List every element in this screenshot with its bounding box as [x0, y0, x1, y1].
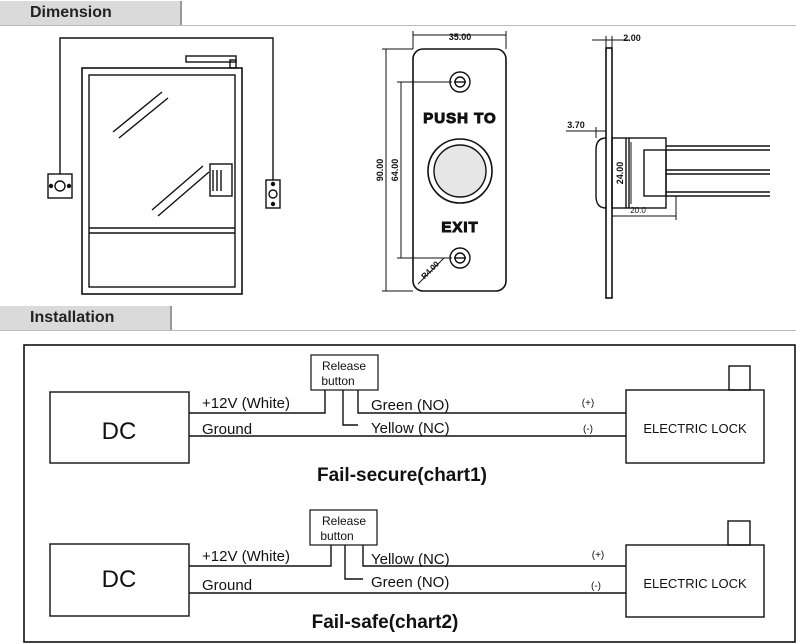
wire-top-label: Yellow (NC) — [371, 551, 450, 568]
exit-button-icon — [47, 173, 73, 199]
supply-label: +12V (White) — [202, 395, 290, 412]
chart-title: Fail-safe(chart2) — [312, 612, 459, 633]
ground-label: Ground — [202, 421, 252, 438]
lock-bolt — [728, 365, 751, 391]
door-frame — [81, 67, 243, 295]
exit-button-icon — [66, 183, 72, 189]
exit-button-icon — [54, 180, 66, 192]
wire-supply — [189, 390, 326, 414]
polarity-plus: (+) — [582, 398, 595, 409]
lock-bolt — [727, 520, 751, 546]
section-divider — [0, 330, 796, 331]
wiring-chart-1 — [49, 354, 765, 464]
wire-bottom-label: Yellow (NC) — [371, 420, 450, 437]
dim-height-outer-label: 90.00 — [375, 159, 385, 182]
button-body — [643, 149, 667, 197]
exit-label: EXIT — [441, 219, 478, 236]
side-plate — [605, 47, 613, 299]
push-to-label: PUSH TO — [423, 110, 496, 127]
lock-label: ELECTRIC LOCK — [643, 576, 747, 591]
supply-label: +12V (White) — [202, 548, 290, 565]
dc-label: DC — [102, 566, 137, 593]
wire-top — [357, 390, 626, 414]
dim-thickness-label: 2.00 — [623, 33, 641, 43]
dim-height-inner-label: 64.00 — [390, 159, 400, 182]
section-divider — [0, 25, 796, 26]
door-lock — [229, 59, 237, 69]
exit-button-icon — [48, 183, 54, 189]
exit-button-icon — [268, 189, 278, 199]
exit-button-icon — [270, 181, 276, 187]
exit-button-icon — [265, 179, 281, 209]
dc-box — [49, 543, 190, 617]
release-button-box — [310, 354, 379, 391]
polarity-minus: (-) — [583, 424, 593, 435]
glass-reflection — [157, 171, 210, 217]
screw-icon — [449, 71, 471, 93]
polarity-plus: (+) — [592, 550, 605, 561]
exit-button-icon — [270, 201, 276, 207]
wire-supply — [189, 545, 332, 567]
wire-top-label: Green (NO) — [371, 397, 449, 414]
section-header-installation: Installation — [0, 306, 172, 330]
wire-bottom-branch — [342, 390, 358, 426]
glass-reflection — [118, 97, 169, 139]
door-panel — [88, 74, 236, 288]
dim-diameter-label: 24.00 — [615, 162, 625, 185]
section-header-dimension: Dimension — [0, 1, 182, 25]
dim-radius-label: R4.00 — [419, 259, 441, 281]
door-handle — [209, 163, 233, 197]
lock-label: ELECTRIC LOCK — [643, 421, 747, 436]
lock-box — [625, 389, 765, 464]
ground-label: Ground — [202, 577, 252, 594]
polarity-minus: (-) — [591, 581, 601, 592]
door-lock — [185, 55, 237, 63]
dim-offset-label: 3.70 — [567, 120, 585, 130]
screw-icon — [449, 247, 471, 269]
push-button-icon — [433, 144, 487, 198]
button-cap — [595, 137, 607, 209]
release-label: button — [320, 529, 353, 543]
release-label: Release — [322, 359, 366, 373]
push-plate — [412, 48, 507, 292]
dim-depth-label: 20.0 — [630, 206, 646, 215]
release-label: Release — [322, 514, 366, 528]
dc-box — [49, 391, 190, 464]
installation-frame — [23, 344, 796, 643]
wire-bottom-branch — [344, 545, 363, 580]
dim-width-label: 35.00 — [449, 32, 472, 42]
dc-label: DC — [102, 418, 137, 445]
side-view — [566, 36, 770, 299]
chart-title: Fail-secure(chart1) — [317, 465, 487, 486]
wire-top — [362, 545, 626, 567]
release-label: button — [321, 374, 354, 388]
wire-bottom-label: Green (NO) — [371, 574, 449, 591]
lock-box — [625, 544, 765, 618]
glass-reflection — [151, 165, 204, 211]
door-drawing — [47, 37, 281, 295]
door-wire — [59, 37, 274, 180]
push-button-icon — [427, 138, 493, 204]
wiring-chart-2 — [49, 509, 765, 618]
radius-leader — [417, 257, 445, 285]
glass-reflection — [112, 91, 163, 133]
release-button-box — [309, 509, 378, 546]
front-view — [382, 31, 507, 292]
